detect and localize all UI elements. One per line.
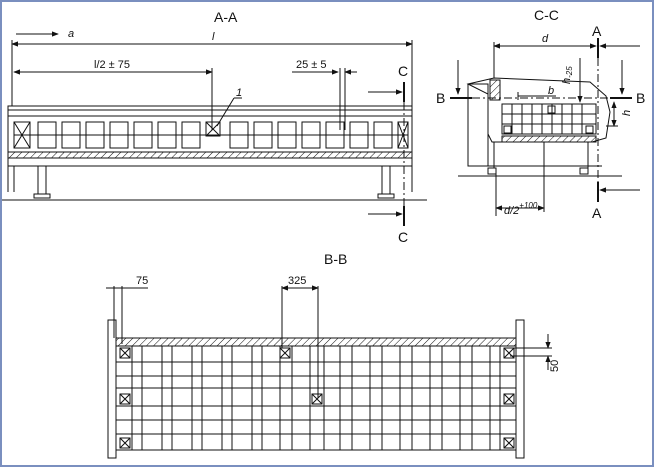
h25-label: h-25 xyxy=(561,66,574,84)
dim-325-label: 325 xyxy=(288,275,306,287)
view-aa-title: A-A xyxy=(214,9,238,25)
bb-grid xyxy=(116,346,516,450)
view-bb: B-B 75 325 50 xyxy=(106,251,561,459)
section-b-left: B xyxy=(436,90,445,106)
half-length-label: l/2 ± 75 xyxy=(94,59,130,71)
base-hatch xyxy=(7,151,413,159)
callout-leader xyxy=(216,97,235,127)
leg-left xyxy=(37,165,47,195)
bottom-rail xyxy=(7,157,413,167)
view-cc-title: C-C xyxy=(534,7,559,23)
section-c-top: C xyxy=(398,63,408,79)
view-aa: A-A a l l/2 ± 75 25 ± 5 1 xyxy=(2,9,427,245)
dim-75-label: 75 xyxy=(136,275,148,287)
cc-crate-grid xyxy=(501,103,597,135)
top-rail xyxy=(7,105,413,117)
cc-base-hatch xyxy=(501,135,597,143)
cabinet-back-wall xyxy=(467,83,489,167)
half-depth-label: d/2+100 xyxy=(504,201,538,217)
post-right xyxy=(515,319,525,459)
h-label: h xyxy=(621,110,633,116)
view-cc: C-C A d B B xyxy=(436,7,645,221)
spacing-label: 25 ± 5 xyxy=(296,59,327,71)
cabinet-profile xyxy=(466,77,611,143)
bb-crossed-markers xyxy=(119,347,515,449)
depth-label: d xyxy=(542,33,549,45)
post-left xyxy=(107,319,117,459)
direction-label: a xyxy=(68,28,74,40)
section-a-bottom: A xyxy=(592,205,602,221)
section-b-right: B xyxy=(636,90,645,106)
section-a-top: A xyxy=(592,23,602,39)
leg-right xyxy=(381,165,391,195)
view-bb-title: B-B xyxy=(324,251,347,267)
length-label: l xyxy=(212,31,215,43)
dim-50-label: 50 xyxy=(549,360,561,372)
b-label: b xyxy=(548,85,554,97)
crate-row xyxy=(13,121,409,149)
bb-top-rail xyxy=(115,337,517,347)
section-c-bottom: C xyxy=(398,229,408,245)
callout-number: 1 xyxy=(236,87,242,99)
